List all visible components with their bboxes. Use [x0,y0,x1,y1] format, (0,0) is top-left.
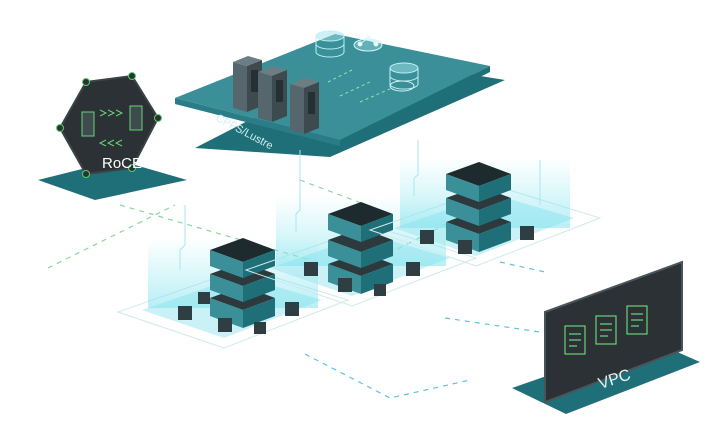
server-rack-icon [290,78,319,134]
vpc-panel: VPC [512,260,700,414]
document-icon [626,305,648,335]
blue-dashed-link [444,317,541,333]
roce-badge: RoCE [38,72,187,200]
storage-platform: CPFS/Lustre [175,30,505,157]
cube-icon [210,238,275,328]
blue-dashed-link [499,261,546,273]
server-rack-icon [258,66,287,122]
circuit-trace [327,69,393,103]
green-dashed-link [47,204,176,269]
document-icon [595,315,617,345]
roce-label: RoCE [102,155,142,172]
compute-cluster-right [368,158,602,267]
cube-icon [446,162,511,252]
network-card-icon [81,105,143,147]
cube-icon [328,202,393,294]
circuit-traces [179,140,541,270]
document-icon [564,325,586,355]
node-network-icon [353,35,415,92]
database-cylinder-icon [315,30,345,58]
blue-dashed-link [304,353,471,399]
server-rack-icon [233,56,262,112]
